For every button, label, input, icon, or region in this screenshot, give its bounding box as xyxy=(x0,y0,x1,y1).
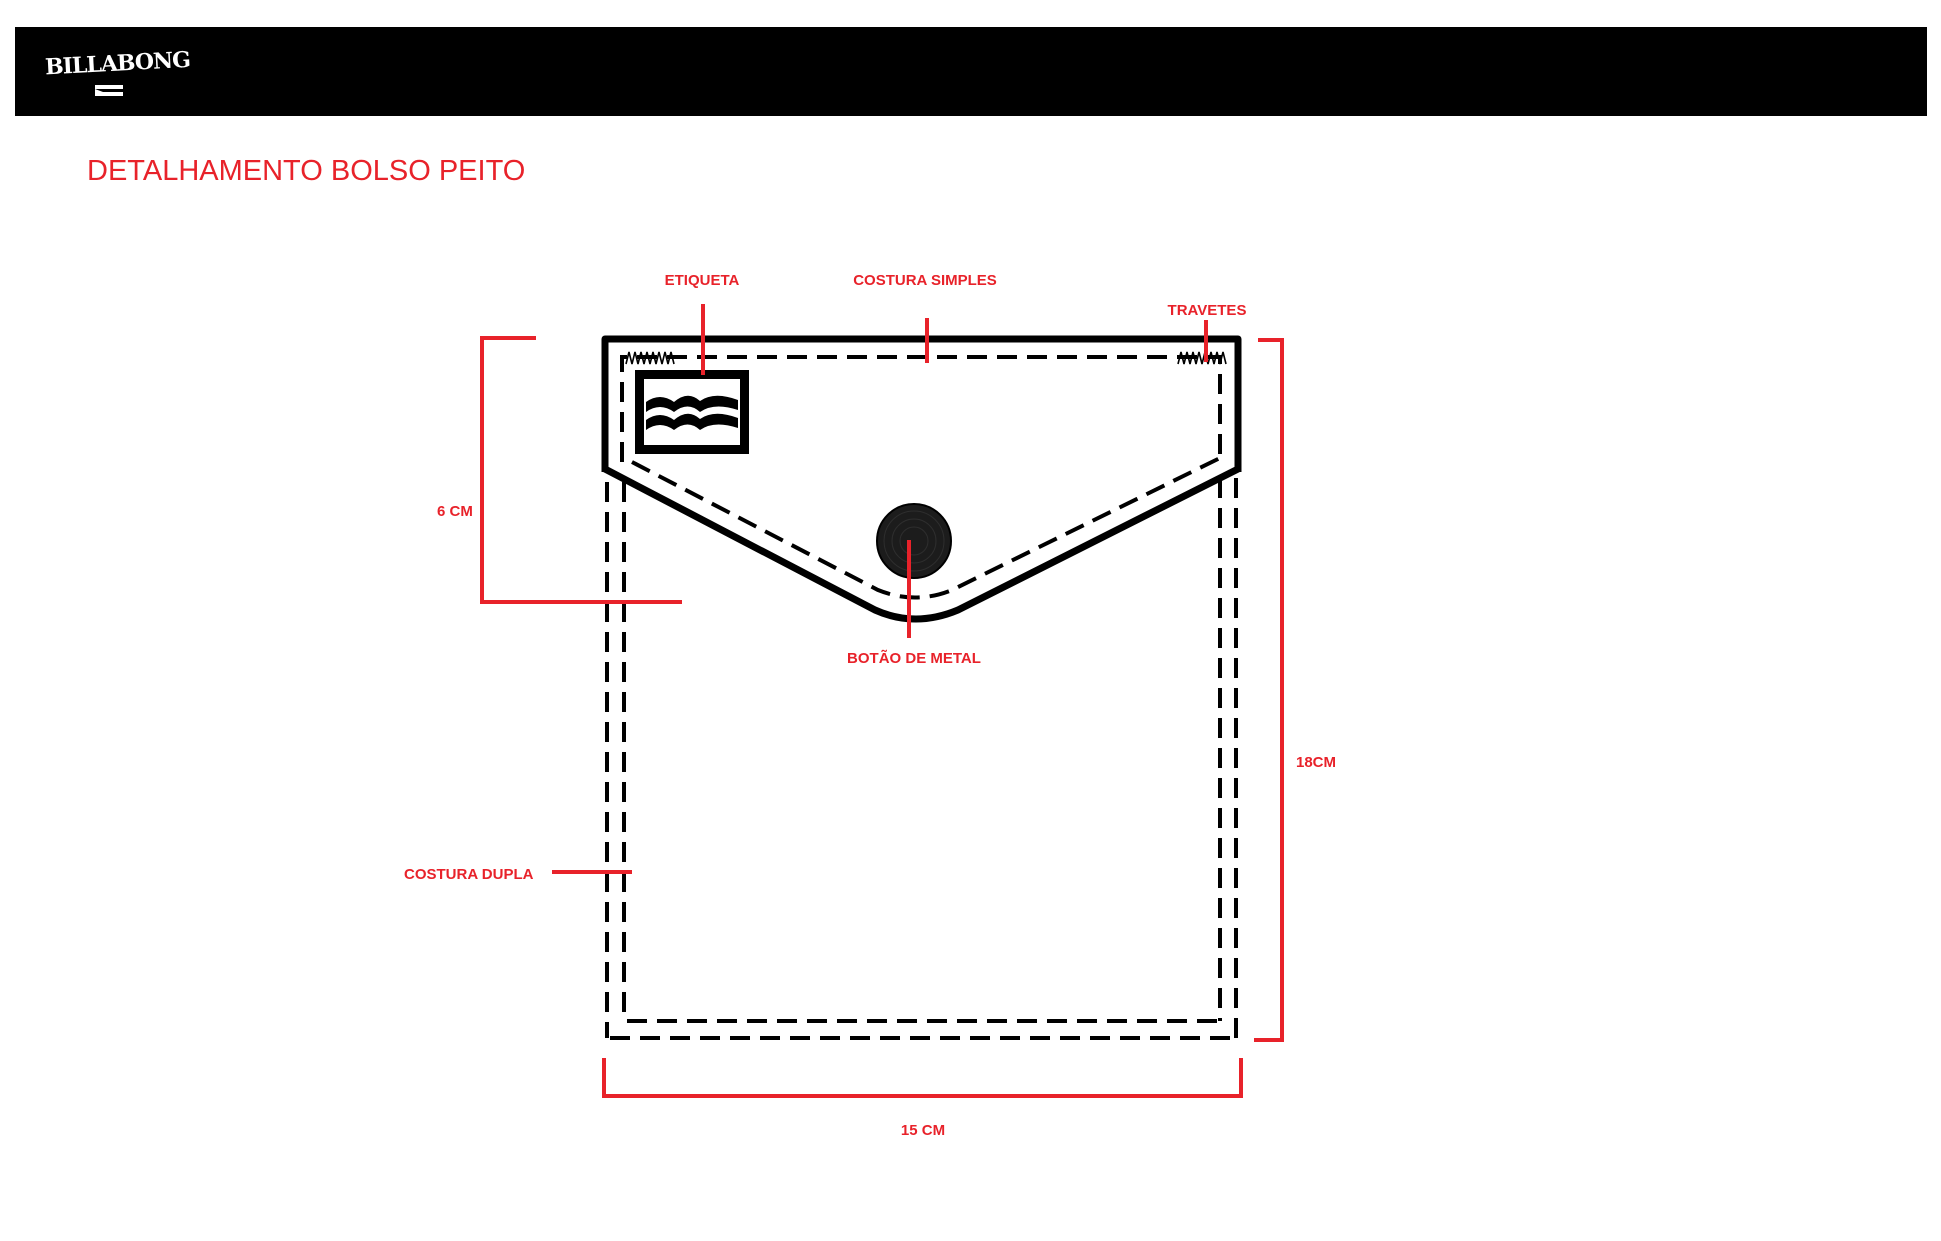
label-height: 18CM xyxy=(1296,754,1336,771)
annotation-lines xyxy=(480,304,1284,1098)
page-title: DETALHAMENTO BOLSO PEITO xyxy=(87,155,526,187)
label-botao: BOTÃO DE METAL xyxy=(847,649,981,667)
width-bracket xyxy=(602,1058,1243,1098)
label-etiqueta: ETIQUETA xyxy=(665,272,740,289)
label-travetes: TRAVETES xyxy=(1168,302,1247,319)
label-width: 15 CM xyxy=(901,1122,945,1139)
billabong-wave-icon xyxy=(95,85,123,96)
height-bracket xyxy=(1254,338,1284,1042)
label-patch xyxy=(635,370,749,454)
bartack-left xyxy=(625,351,675,365)
pocket-outline xyxy=(601,335,1242,623)
header-bar: BILLABONG xyxy=(15,27,1927,116)
label-costura-simples: COSTURA SIMPLES xyxy=(853,272,997,289)
label-costura-dupla: COSTURA DUPLA xyxy=(404,866,534,883)
wave-logo-icon xyxy=(646,395,738,430)
body-double-stitching xyxy=(605,478,1238,1040)
label-flap-height: 6 CM xyxy=(437,503,473,520)
metal-button xyxy=(876,503,952,579)
billabong-logo[interactable]: BILLABONG xyxy=(44,47,191,107)
bartack-right xyxy=(1177,351,1227,365)
flap-height-bracket xyxy=(480,336,682,604)
flap-stitching xyxy=(620,355,1222,600)
